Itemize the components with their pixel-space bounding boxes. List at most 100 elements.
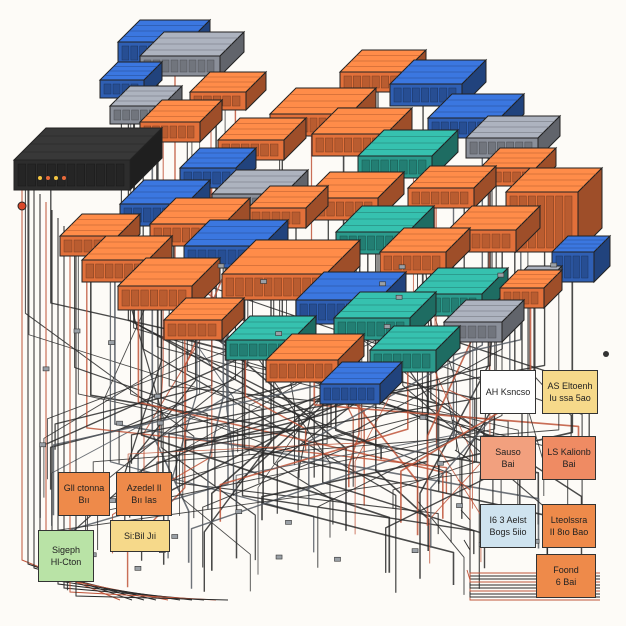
module-port	[244, 277, 254, 297]
hardware-modules	[12, 18, 612, 406]
label-left-4: Si:Bil Jıi	[110, 520, 170, 552]
module-side	[593, 234, 611, 284]
module-port	[187, 125, 195, 139]
module-port	[95, 263, 104, 279]
module-port	[336, 201, 344, 217]
module-port	[113, 109, 122, 121]
module-port	[487, 325, 497, 339]
label-right-5-line1: I6 3 Aelst	[489, 515, 527, 525]
connector-icon	[275, 331, 282, 336]
label-right-7: Foond 6 Bai	[536, 554, 596, 598]
module-port	[376, 321, 385, 337]
module-port	[207, 323, 217, 337]
connector-icon	[334, 556, 341, 562]
wire-13-0	[175, 340, 439, 535]
wire-31-0	[244, 360, 307, 451]
module-port	[269, 363, 278, 379]
module-port	[502, 171, 512, 183]
label-right-4-line2: Bai	[562, 459, 576, 469]
module-port	[471, 233, 481, 249]
module-port	[402, 87, 411, 103]
module-port	[131, 289, 140, 307]
status-led-icon	[46, 176, 50, 180]
module-port	[460, 191, 469, 205]
module-port	[439, 87, 448, 103]
label-left-3: Sigeph Hl-Cton	[38, 530, 94, 582]
wire-31-2	[262, 360, 455, 585]
module-port	[150, 289, 158, 307]
module-port	[130, 45, 138, 61]
module-38	[162, 296, 246, 342]
module-port	[170, 59, 179, 73]
module-port	[17, 163, 27, 187]
module-port	[521, 291, 530, 305]
module-port	[383, 255, 392, 271]
module-port	[412, 87, 420, 103]
connector-icon	[275, 554, 283, 560]
connector-icon	[116, 420, 123, 426]
module-14	[356, 128, 460, 180]
wire-7-1	[77, 256, 239, 453]
module-port	[358, 387, 366, 401]
connector-icon	[419, 415, 427, 420]
module-port	[488, 141, 496, 155]
connector-icon	[134, 566, 142, 571]
module-port	[229, 343, 238, 357]
connector-icon	[437, 460, 444, 466]
module-port	[555, 195, 564, 249]
connector-icon	[456, 503, 463, 508]
module-side	[199, 98, 223, 144]
label-right-1-line1: AH Ksncso	[485, 387, 531, 397]
module-port	[530, 291, 539, 305]
module-port	[315, 137, 324, 153]
module-port	[431, 191, 440, 205]
label-left-1-line1: Gll ctonna	[63, 483, 105, 493]
module-port	[177, 323, 187, 337]
label-right-6: Lteolssra II 8ıo Bao	[542, 504, 596, 548]
module-port	[546, 195, 554, 249]
module-port	[362, 75, 371, 89]
label-right-5: I6 3 Aelst Bogs 5iio	[480, 504, 536, 548]
module-port	[334, 137, 343, 153]
connector-icon	[217, 263, 225, 269]
connector-icon	[154, 393, 161, 399]
module-port	[345, 201, 354, 217]
module-port	[403, 255, 412, 271]
module-side	[473, 164, 497, 210]
module-port	[411, 191, 420, 205]
module-3	[388, 58, 488, 108]
module-side	[435, 324, 461, 374]
module-side	[379, 360, 403, 406]
module-port	[353, 137, 362, 153]
module-port	[344, 137, 352, 153]
module-port	[188, 59, 197, 73]
module-port	[288, 363, 296, 379]
label-left-2: Azedel Il Bıı Ias	[116, 472, 172, 516]
module-side	[305, 184, 329, 230]
module-port	[63, 239, 73, 253]
module-port	[161, 59, 170, 73]
module-port	[376, 235, 384, 251]
module-port	[501, 233, 511, 249]
module-port	[442, 297, 450, 313]
module-port	[85, 263, 94, 279]
label-right-2-line2: Iu ssa 5ao	[549, 393, 591, 403]
module-port	[459, 121, 467, 135]
connector-icon	[171, 534, 179, 539]
module-side	[283, 116, 307, 162]
wire-32-2	[92, 382, 328, 474]
module-port	[421, 87, 429, 103]
module-port	[491, 233, 501, 249]
wire-39-0	[52, 186, 522, 516]
module-port	[86, 163, 95, 187]
module-port	[254, 277, 263, 297]
module-port	[232, 95, 241, 107]
connector-icon	[395, 294, 403, 300]
module-port	[260, 143, 269, 157]
wire-6-0	[24, 190, 195, 519]
module-port	[353, 75, 361, 89]
wire-35-1	[392, 342, 478, 509]
module-port	[96, 163, 105, 187]
module-port	[477, 325, 487, 339]
pin-icon	[603, 351, 609, 357]
